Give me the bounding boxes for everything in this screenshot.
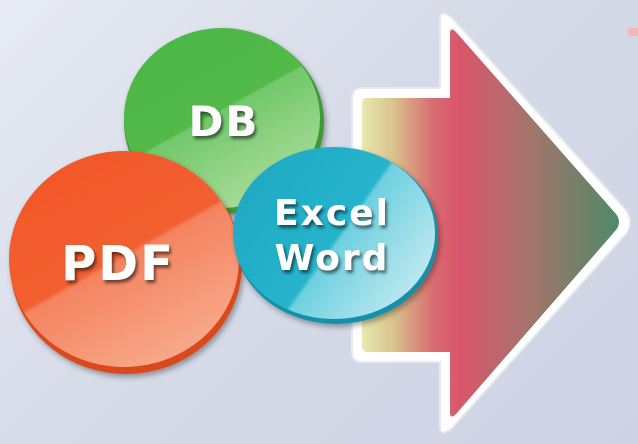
arrow-fill <box>362 29 619 417</box>
word-label: Word <box>275 238 390 279</box>
db-label: DB <box>189 97 260 146</box>
pdf-label: PDF <box>61 236 175 292</box>
conversion-arrow <box>351 12 631 434</box>
pdf-circle <box>9 151 242 374</box>
excel-word-circle <box>233 147 438 324</box>
excel-label: Excel <box>274 193 390 234</box>
corner-mark <box>628 28 638 36</box>
